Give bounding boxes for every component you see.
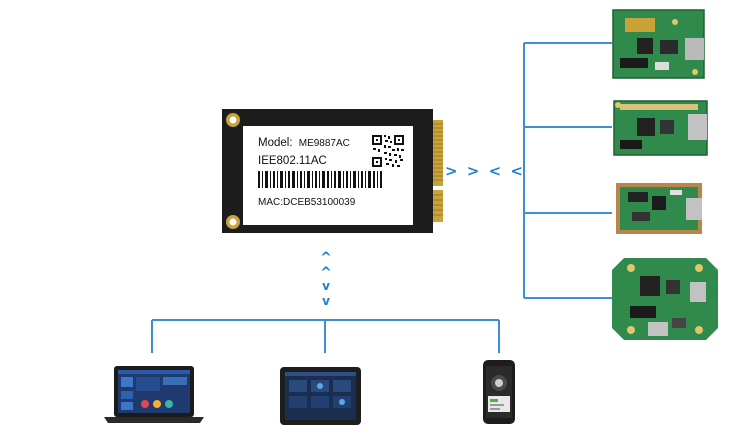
pcb-board-3	[616, 183, 702, 234]
up-arrow-2: ^	[320, 265, 332, 281]
qr-code-icon	[371, 134, 405, 168]
model-value: ME9887AC	[299, 138, 350, 149]
standard-text: IEE802.11AC	[258, 155, 327, 167]
barcode	[258, 171, 382, 188]
horizontal-arrows: > > < <	[445, 162, 525, 180]
laptop-base	[104, 417, 204, 423]
up-arrow-1: ^	[320, 250, 332, 266]
pcb-board-1	[612, 9, 705, 79]
svg-text:Model: ME9887AC: Model: ME9887AC	[258, 137, 350, 149]
laptop-device	[104, 366, 204, 423]
smartphone-device	[483, 360, 515, 424]
down-arrow-2: v	[322, 294, 330, 308]
down-arrow-1: v	[322, 279, 330, 293]
right-connector-lines	[523, 42, 612, 299]
mac-address-text: MAC:DCEB53100039	[258, 197, 356, 208]
model-label: Model:	[258, 137, 293, 149]
tablet-device	[280, 367, 361, 425]
pcb-board-2	[613, 100, 708, 156]
gold-contacts	[433, 120, 443, 222]
pcb-board-4	[612, 258, 718, 340]
wifi-module-card: Model: ME9887AC IEE802.11AC MAC:DCEB5310…	[222, 109, 443, 233]
vertical-arrows: ^ ^ v v	[320, 250, 332, 308]
bottom-connector-lines	[151, 319, 500, 353]
